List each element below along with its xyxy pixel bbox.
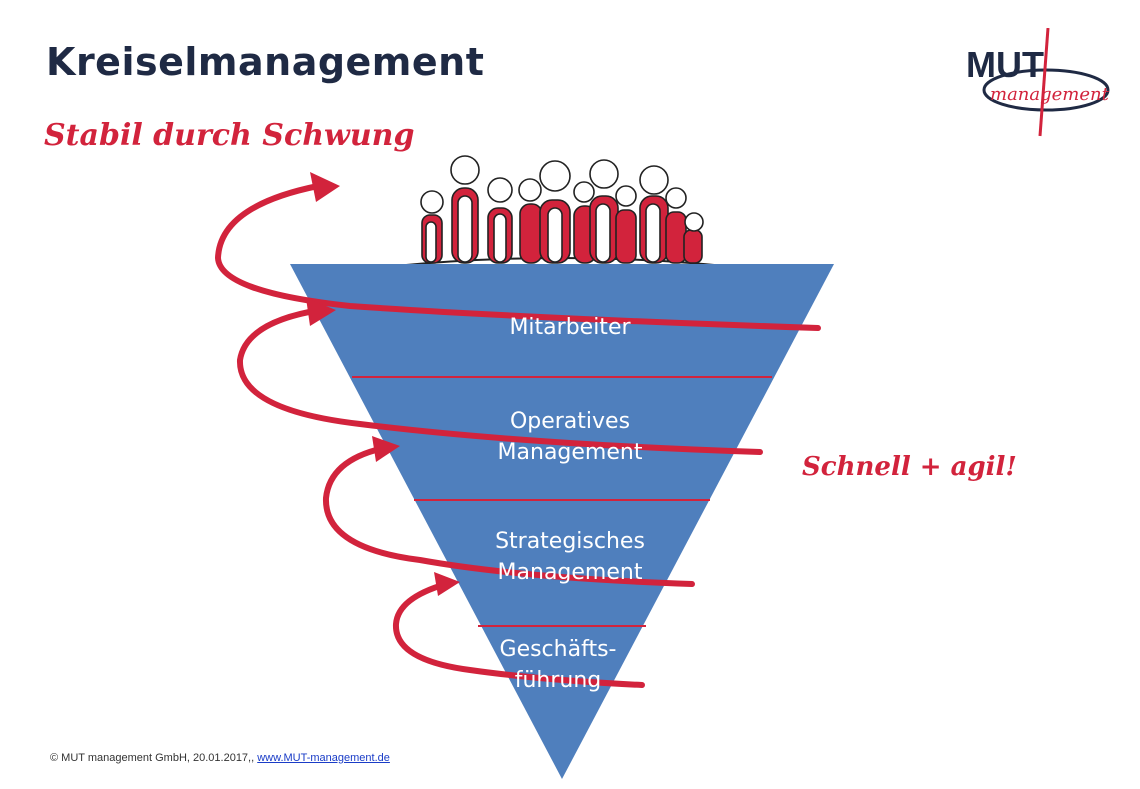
subtitle: Stabil durch Schwung [44, 118, 415, 153]
people-group-icon [394, 155, 726, 267]
level-mitarbeiter: Mitarbeiter [509, 315, 631, 340]
side-note: Schnell + agil! [802, 452, 1017, 482]
mut-logo: MUT management [960, 27, 1120, 138]
spiral-arrow-icon [214, 183, 821, 688]
arrowheads [306, 172, 460, 596]
page-title: Kreiselmanagement [46, 40, 485, 84]
level-strategisches-management: Strategisches Management [495, 529, 645, 585]
footer-link[interactable]: www.MUT-management.de [257, 752, 390, 764]
level-geschaeftsfuehrung: Geschäfts- führung [499, 637, 617, 693]
logo-word-sub: management [990, 84, 1109, 105]
logo-word-main: MUT [966, 44, 1044, 85]
pyramid-shape [290, 264, 834, 779]
footer: © MUT management GmbH, 20.01.2017,, www.… [50, 752, 390, 764]
footer-text: © MUT management GmbH, 20.01.2017,, [50, 752, 258, 764]
logo-swoosh-icon [982, 27, 1110, 137]
level-operatives-management: Operatives Management [497, 409, 643, 465]
